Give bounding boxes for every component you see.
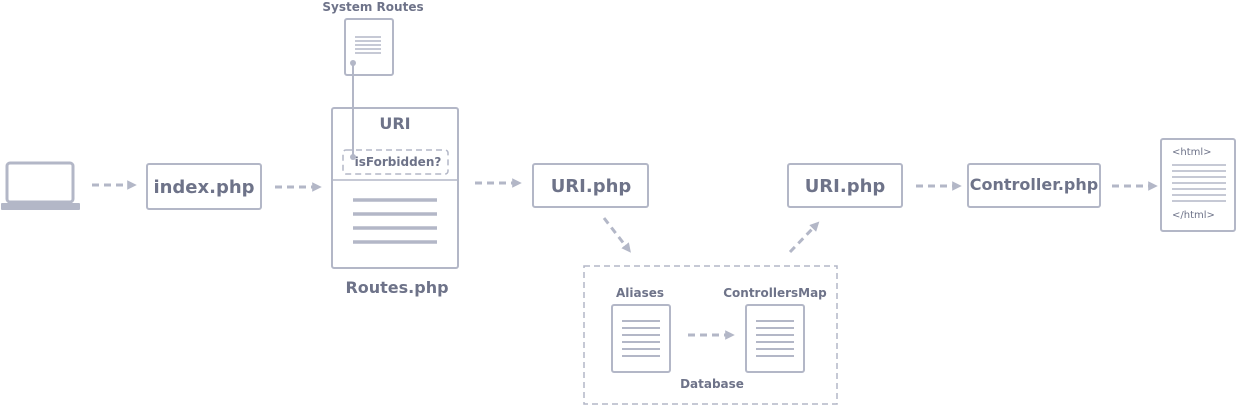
aliases-label: Aliases [616,286,664,300]
controller-php-label: Controller.php [970,175,1098,194]
database-group: Aliases ControllersMap Database [583,265,838,405]
system-routes-connector [350,60,356,160]
is-forbidden-box [342,149,449,175]
database-label: Database [680,377,744,391]
uri-heading: URI [379,114,410,133]
is-forbidden-label: isForbidden? [355,155,442,169]
system-routes-label: System Routes [322,0,423,14]
routes-php-label: Routes.php [345,278,448,297]
index-php-node: index.php [146,163,262,210]
document-icon [745,304,805,373]
laptop-icon [1,161,80,210]
html-open-tag: <html> [1172,147,1212,158]
index-php-label: index.php [153,177,254,198]
document-icon [611,304,671,373]
controllers-map-label: ControllersMap [723,286,827,300]
uri-php-node-2: URI.php [787,163,903,208]
document-icon [344,18,394,76]
uri-php-label-2: URI.php [805,176,886,197]
document-icon [1160,138,1236,232]
system-routes-node: System Routes [322,0,424,76]
html-close-tag: </html> [1172,210,1215,221]
arrow-uri-to-database [602,217,631,253]
html-output-document: <html> </html> [1160,138,1236,232]
routes-php-node: URI isForbidden? Routes.php [331,107,459,297]
arrow-database-to-uri [788,221,820,254]
uri-php-label-1: URI.php [551,176,632,197]
controller-php-node: Controller.php [967,163,1101,208]
uri-php-node-1: URI.php [532,163,649,208]
